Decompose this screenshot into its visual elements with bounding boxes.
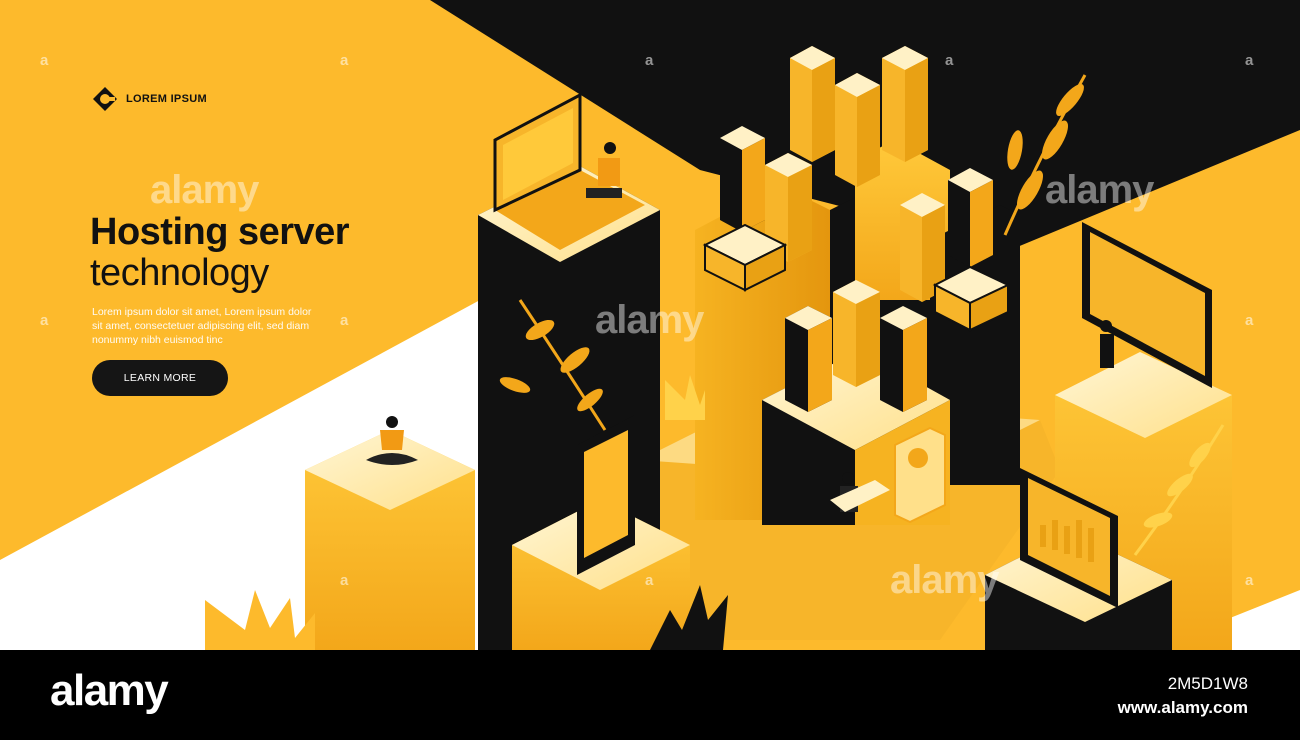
- profile-card-icon: [894, 426, 946, 524]
- hero-illustration: [0, 0, 1300, 650]
- image-id: 2M5D1W8: [1167, 674, 1248, 693]
- server-tower-icon: [835, 73, 880, 187]
- grass-center: [650, 585, 728, 650]
- server-stack-icon: [932, 265, 1011, 332]
- server-tower-icon: [900, 193, 945, 302]
- person-icon: [604, 142, 616, 154]
- person-icon: [386, 416, 398, 428]
- grass-mid: [665, 375, 705, 420]
- isometric-server-scene: [0, 0, 1300, 650]
- brand-logo[interactable]: LOREM IPSUM: [92, 86, 207, 112]
- brand-name: LOREM IPSUM: [126, 93, 207, 105]
- server-tower-icon: [785, 306, 832, 412]
- diamond-logo-icon: [93, 87, 117, 111]
- plant-leaf-icon: [518, 299, 607, 431]
- server-tower-icon: [882, 46, 928, 162]
- server-tower-icon: [833, 280, 880, 387]
- server-tower-icon: [790, 46, 835, 162]
- hero-title-line1: Hosting server: [90, 211, 350, 253]
- server-stack-icon: [702, 223, 788, 292]
- footer-bar: alamy 2M5D1W8 www.alamy.com: [0, 650, 1300, 740]
- pedestal-tablet: [985, 468, 1172, 650]
- server-tower-icon: [765, 153, 812, 262]
- hero-title-line2: technology: [90, 252, 269, 294]
- plant-leaf-icon: [1003, 74, 1087, 236]
- footer-logo: alamy: [50, 666, 169, 715]
- hero-description: Lorem ipsum dolor sit amet, Lorem ipsum …: [92, 306, 312, 346]
- footer-url[interactable]: www.alamy.com: [1117, 698, 1248, 717]
- person-icon: [842, 472, 854, 484]
- pedestal-smartphone: [512, 415, 690, 650]
- server-towers: [702, 46, 1011, 412]
- desk-worker: [830, 426, 946, 524]
- pedestal-meditation: [305, 416, 475, 650]
- server-tower-icon: [720, 126, 765, 232]
- server-tower-icon: [880, 306, 927, 412]
- grass-left: [205, 590, 315, 650]
- learn-more-button[interactable]: LEARN MORE: [92, 360, 228, 396]
- server-tower-icon: [948, 168, 993, 267]
- person-icon: [1100, 320, 1112, 332]
- hero-title: Hosting server technology: [90, 211, 350, 294]
